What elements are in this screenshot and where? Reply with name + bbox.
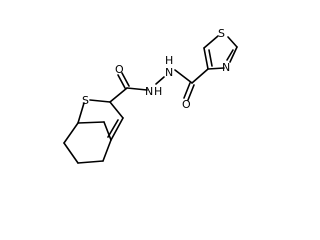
bond-s-c2t — [227, 36, 238, 48]
bond-n1-n2 — [155, 76, 165, 85]
bond-c2-c3-inner — [107, 119, 119, 138]
atom-nitrogen-thiazole: N — [222, 61, 230, 74]
bond-cb-o-a — [183, 82, 191, 99]
bond-cb-c4t — [191, 68, 209, 84]
bond-n3-c4t — [207, 67, 225, 70]
structure-diagram: S O N H N H O S N — [63, 27, 238, 164]
bond-c1-ca — [109, 87, 128, 103]
bond-c2t-n3-inner — [226, 49, 234, 61]
atom-oxygen-left: O — [115, 63, 124, 76]
bond-c4-s1 — [77, 102, 85, 124]
atom-hydrogen-left: H — [154, 85, 162, 98]
bond-c7-c8 — [102, 139, 112, 162]
bond-c3-c9 — [103, 121, 112, 141]
bond-ca-o-a — [117, 74, 126, 89]
bond-c5-c6 — [63, 142, 79, 164]
bond-ca-n1 — [126, 87, 148, 91]
bond-s1-c1 — [89, 99, 111, 103]
bond-c5-c4 — [63, 122, 79, 144]
atom-nitrogen-right: N — [165, 66, 173, 79]
atom-nitrogen-left: N — [145, 85, 153, 98]
bond-ca-o-b — [121, 72, 130, 87]
atom-sulfur-thiophene: S — [82, 94, 89, 107]
atom-hydrogen-right: H — [165, 54, 173, 67]
bond-n2-cb — [174, 69, 193, 84]
atom-sulfur-thiazole: S — [218, 27, 225, 40]
bond-c4t-c5t-inner — [208, 49, 213, 67]
bond-c4-c9-fused — [77, 121, 105, 124]
molecule-canvas: S O N H N H O S N — [63, 27, 238, 164]
atom-oxygen-right: O — [182, 98, 191, 111]
bond-cb-o-b — [187, 84, 195, 101]
bond-c4t-c5t — [203, 47, 209, 70]
bond-c1-c2 — [109, 101, 124, 119]
bond-c2t-n3 — [229, 46, 238, 63]
bond-c6-c7 — [77, 160, 104, 164]
bond-c5t-s — [203, 35, 219, 49]
bond-c2-c3-outer — [110, 117, 124, 141]
